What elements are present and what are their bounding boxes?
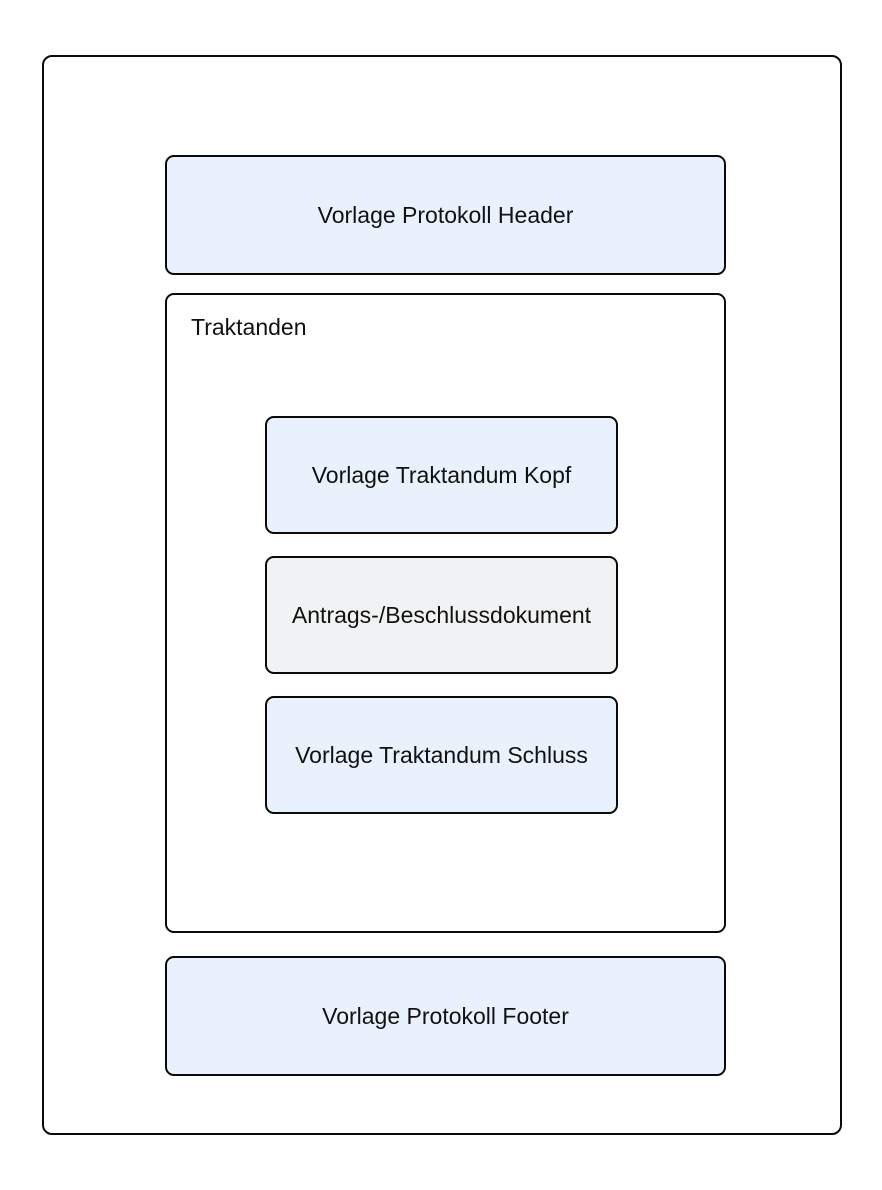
protokoll-header-box: Vorlage Protokoll Header	[165, 155, 726, 275]
traktandum-schluss-label: Vorlage Traktandum Schluss	[295, 741, 588, 768]
protokoll-footer-box: Vorlage Protokoll Footer	[165, 956, 726, 1076]
antrags-beschlussdokument-box: Antrags-/Beschlussdokument	[265, 556, 618, 674]
traktanden-label: Traktanden	[191, 314, 307, 340]
traktandum-kopf-label: Vorlage Traktandum Kopf	[311, 461, 572, 488]
antrags-beschlussdokument-label: Antrags-/Beschlussdokument	[291, 601, 592, 628]
traktandum-schluss-box: Vorlage Traktandum Schluss	[265, 696, 618, 814]
protokoll-footer-label: Vorlage Protokoll Footer	[322, 1002, 569, 1029]
protokoll-header-label: Vorlage Protokoll Header	[317, 201, 574, 228]
traktandum-kopf-box: Vorlage Traktandum Kopf	[265, 416, 618, 534]
